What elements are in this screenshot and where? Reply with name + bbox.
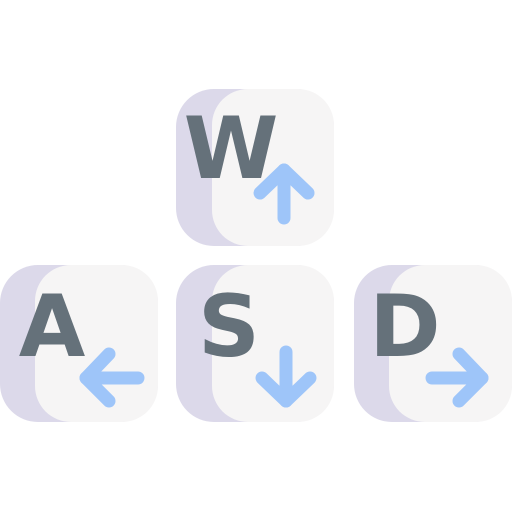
key-d: D	[354, 265, 512, 422]
key-w: W	[176, 89, 334, 246]
key-a: A	[0, 265, 158, 422]
key-d-label: D	[369, 277, 440, 377]
key-s-label: S	[198, 277, 260, 377]
key-s: S	[176, 265, 334, 422]
arrow-up-icon	[253, 163, 315, 225]
arrow-down-icon	[255, 345, 317, 408]
key-a-label: A	[19, 277, 86, 377]
arrow-right-icon	[425, 347, 489, 408]
arrow-left-icon	[79, 347, 145, 408]
key-w-face	[212, 89, 334, 246]
